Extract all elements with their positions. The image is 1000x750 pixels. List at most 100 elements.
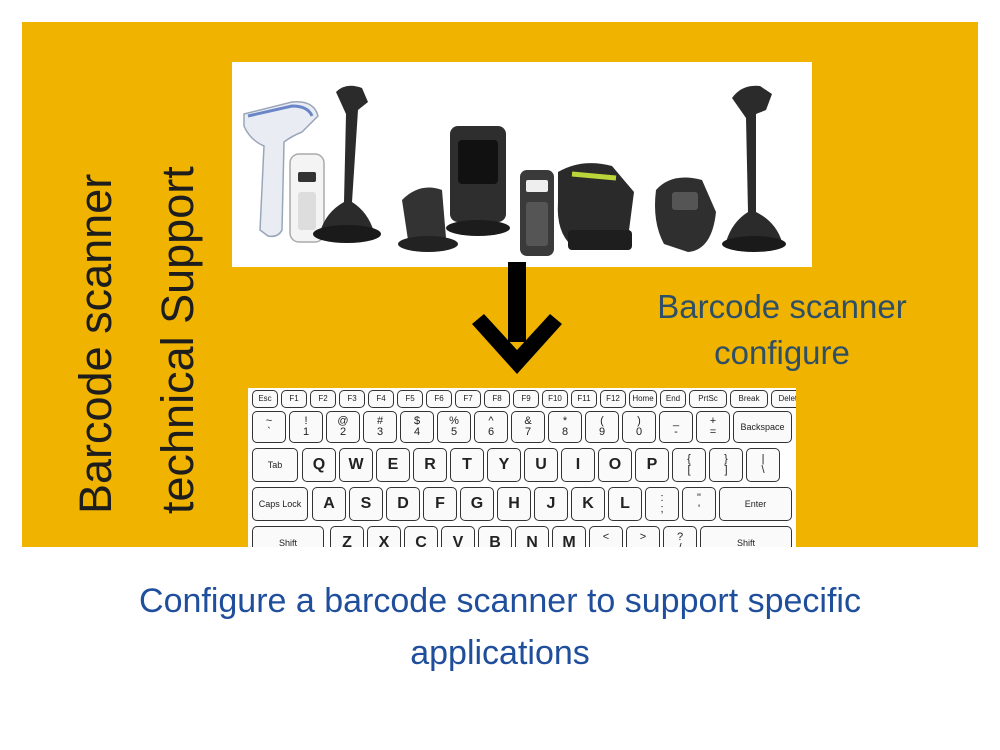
vertical-title: Barcode scanner technical Support — [62, 102, 203, 522]
key-num-8-glyph: * — [562, 415, 568, 427]
key-fn-1: F1 — [281, 390, 307, 408]
key-tab: Tab — [252, 448, 298, 482]
key-fn-0: Esc — [252, 390, 278, 408]
key-s: S — [349, 487, 383, 521]
key-fn-3: F3 — [339, 390, 365, 408]
key-num-1-glyph: 1 — [302, 426, 310, 438]
square-scanner-icon — [446, 126, 510, 236]
vertical-title-line-2: technical Support — [152, 166, 203, 514]
stand-scanner-icon — [722, 85, 786, 252]
key-r: R — [413, 448, 447, 482]
key-num-12: += — [696, 411, 730, 443]
key-fn-12: F12 — [600, 390, 626, 408]
key-num-9-glyph: ( — [600, 415, 604, 427]
key-t: T — [450, 448, 484, 482]
presentation-scanner-icon — [313, 85, 381, 243]
vertical-title-line-1: Barcode scanner — [70, 173, 121, 514]
key-x: X — [367, 526, 401, 547]
key-z: Z — [330, 526, 364, 547]
key-asym-1: "' — [682, 487, 716, 521]
scanner-products-illustration — [243, 85, 786, 256]
down-arrow-icon — [472, 262, 562, 374]
key-asym-0-glyph: ; — [660, 503, 664, 515]
key-d: D — [386, 487, 420, 521]
key-qsym-1: }] — [709, 448, 743, 482]
key-qsym-0: {[ — [672, 448, 706, 482]
handheld-scanner-icon — [243, 101, 319, 238]
key-num-4-glyph: $ — [413, 415, 421, 427]
key-num-0: ~` — [252, 411, 286, 443]
key-num-7: &7 — [511, 411, 545, 443]
key-fn-17: Delete — [771, 390, 796, 408]
key-fn-6: F6 — [426, 390, 452, 408]
key-num-2: @2 — [326, 411, 360, 443]
black-handheld-icon — [655, 177, 716, 252]
key-num-5-glyph: 5 — [450, 426, 458, 438]
key-num-9-glyph: 9 — [598, 426, 606, 438]
key-i: I — [561, 448, 595, 482]
key-c: C — [404, 526, 438, 547]
key-j: J — [534, 487, 568, 521]
key-backspace: Backspace — [733, 411, 792, 443]
key-b: B — [478, 526, 512, 547]
key-y: Y — [487, 448, 521, 482]
key-num-1-glyph: ! — [304, 415, 308, 427]
key-p: P — [635, 448, 669, 482]
key-num-10-glyph: ) — [637, 415, 641, 427]
key-qsym-2: |\ — [746, 448, 780, 482]
key-num-7-glyph: & — [524, 415, 532, 427]
key-h: H — [497, 487, 531, 521]
key-fn-11: F11 — [571, 390, 597, 408]
key-num-2-glyph: 2 — [339, 426, 347, 438]
key-fn-14: End — [660, 390, 686, 408]
key-num-12-glyph: = — [709, 426, 717, 438]
key-zsym-2: ?/ — [663, 526, 697, 547]
key-n: N — [515, 526, 549, 547]
key-num-6-glyph: 6 — [487, 426, 495, 438]
key-u: U — [524, 448, 558, 482]
caption: Configure a barcode scanner to support s… — [60, 575, 940, 679]
rugged-mobile-icon — [520, 170, 554, 256]
caption-line-2: applications — [410, 634, 590, 672]
key-qsym-1-glyph: ] — [724, 464, 728, 476]
key-asym-1-glyph: ' — [697, 503, 701, 515]
key-fn-4: F4 — [368, 390, 394, 408]
key-asym-1-glyph: " — [697, 492, 701, 504]
key-g: G — [460, 487, 494, 521]
key-fn-16: Break — [730, 390, 768, 408]
key-e: E — [376, 448, 410, 482]
key-num-11: _- — [659, 411, 693, 443]
key-num-1: !1 — [289, 411, 323, 443]
key-num-3-glyph: 3 — [376, 426, 384, 438]
key-w: W — [339, 448, 373, 482]
key-a: A — [312, 487, 346, 521]
key-zsym-0: <, — [589, 526, 623, 547]
key-fn-2: F2 — [310, 390, 336, 408]
key-zsym-2-glyph: / — [678, 543, 681, 548]
key-k: K — [571, 487, 605, 521]
key-num-5-glyph: % — [449, 415, 459, 427]
key-enter: Enter — [719, 487, 792, 521]
key-fn-15: PrtSc — [689, 390, 727, 408]
key-v: V — [441, 526, 475, 547]
key-qsym-2-glyph: \ — [761, 464, 765, 476]
key-l: L — [608, 487, 642, 521]
key-zsym-0-glyph: < — [602, 531, 610, 543]
key-zsym-0-glyph: , — [604, 543, 607, 548]
key-fn-9: F9 — [513, 390, 539, 408]
key-num-12-glyph: + — [709, 415, 717, 427]
key-shift-left: Shift — [252, 526, 324, 547]
scanner-products-image — [232, 62, 812, 267]
caption-line-1: Configure a barcode scanner to support s… — [139, 582, 861, 620]
key-fn-13: Home — [629, 390, 657, 408]
key-f: F — [423, 487, 457, 521]
key-num-4-glyph: 4 — [413, 426, 421, 438]
configure-label-line-1: Barcode scanner — [657, 288, 907, 325]
key-qsym-0-glyph: { — [687, 453, 691, 465]
key-num-10-glyph: 0 — [635, 426, 643, 438]
key-qsym-1-glyph: } — [724, 453, 728, 465]
key-qsym-2-glyph: | — [761, 453, 765, 465]
key-num-7-glyph: 7 — [524, 426, 532, 438]
mobile-computer-icon — [289, 153, 325, 243]
